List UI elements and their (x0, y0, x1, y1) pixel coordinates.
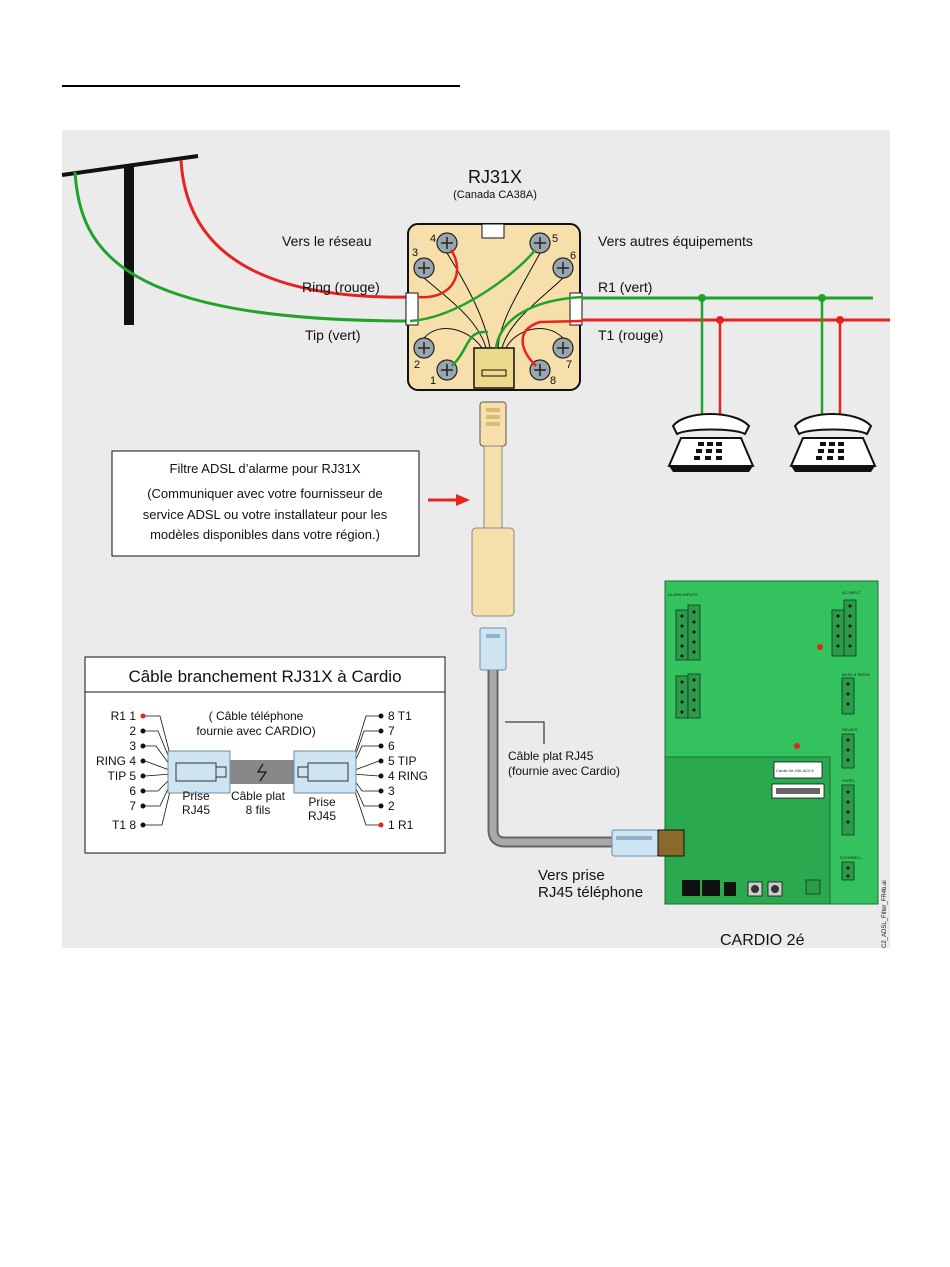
terminal-2: 2 (414, 359, 420, 371)
cable-pinout-box (84, 656, 446, 854)
rj31x-jack (405, 223, 583, 391)
ring-wire (179, 159, 411, 299)
ring-label: Ring (rouge) (302, 279, 380, 295)
t1-label: T1 (rouge) (598, 327, 663, 343)
right-pin-4: 4 RING (388, 769, 428, 783)
phone-drops (698, 294, 844, 420)
utility-pole-icon (61, 154, 199, 325)
filter-line-2: service ADSL ou votre installateur pour … (143, 507, 388, 522)
terminal-7: 7 (566, 359, 572, 371)
jack-left-label-1: Prise (182, 789, 210, 803)
flat-cable-label-2: 8 fils (246, 803, 271, 817)
pinout-title: Câble branchement RJ31X à Cardio (128, 667, 401, 686)
left-pin-3: 3 (129, 739, 136, 753)
rj31x-subtitle: (Canada CA38A) (453, 189, 537, 201)
tip-wire (73, 171, 411, 323)
terminal-6: 6 (570, 250, 576, 262)
cardio-title: CARDIO 2é (720, 932, 805, 949)
telephone-icon (789, 413, 877, 472)
right-pin-3: 3 (388, 784, 395, 798)
cable-label-1: Câble plat RJ45 (508, 749, 594, 763)
right-pin-8: 8 T1 (388, 709, 412, 723)
flat-cable-label-1: Câble plat (231, 789, 286, 803)
right-pin-5: 5 TIP (388, 754, 416, 768)
cardio-panel (657, 580, 879, 905)
figure-code: C2_ADSL_Filter_FR4b.ai (882, 880, 888, 948)
pcb-label-doorbell: DOORBELL (840, 855, 863, 860)
right-pin-1: 1 R1 (388, 818, 414, 832)
terminal-1: 1 (430, 375, 436, 387)
left-pin-8: T1 8 (112, 818, 136, 832)
left-pin-6: 6 (129, 784, 136, 798)
filter-description-box (111, 450, 420, 557)
to-network-label: Vers le réseau (282, 233, 372, 249)
pinout-cable-drawing (167, 750, 357, 794)
left-pin-4: RING 4 (96, 754, 136, 768)
left-pin-5: TIP 5 (108, 769, 137, 783)
to-jack-label-1: Vers prise (538, 867, 605, 884)
right-pin-2: 2 (388, 799, 395, 813)
pcb-label-ac-input: AC INPUT (842, 590, 861, 595)
rj31x-title: RJ31X (468, 167, 522, 187)
jack-right-label-1: Prise (308, 795, 336, 809)
pcb-label-model: Cardio 2é 240-AC2 E (776, 768, 814, 773)
to-equipment-label: Vers autres équipements (598, 233, 753, 249)
filter-line-1: (Communiquer avec votre fournisseur de (147, 486, 383, 501)
adsl-filter-icon (471, 401, 515, 617)
pcb-label-alarm-inputs: ALARM INPUTS (668, 592, 698, 597)
filter-title: Filtre ADSL d’alarme pour RJ31X (170, 461, 361, 476)
filter-arrow-icon (456, 494, 470, 506)
pinout-note-1: ( Câble téléphone (209, 709, 304, 723)
pcb-label-pwrg: PWRG (842, 778, 854, 783)
pinout-note-2: fournie avec CARDIO) (196, 724, 315, 738)
pin-dots (140, 713, 384, 828)
to-jack-label-2: RJ45 téléphone (538, 884, 643, 901)
jack-right-label-2: RJ45 (308, 809, 336, 823)
terminal-4: 4 (430, 233, 436, 245)
right-pin-6: 6 (388, 739, 395, 753)
terminal-5: 5 (552, 233, 558, 245)
r1-label: R1 (vert) (598, 279, 652, 295)
rj45-cable (479, 627, 659, 857)
jack-left-label-2: RJ45 (182, 803, 210, 817)
filter-line-3: modèles disponibles dans votre région.) (150, 527, 380, 542)
left-pin-1: R1 1 (111, 709, 137, 723)
tip-label: Tip (vert) (305, 327, 360, 343)
terminal-3: 3 (412, 247, 418, 259)
right-pin-7: 7 (388, 724, 395, 738)
telephone-icon (667, 413, 755, 472)
cable-label-2: (fournie avec Cardio) (508, 764, 620, 778)
cable-leader-line (505, 721, 545, 744)
left-pin-7: 7 (129, 799, 136, 813)
pcb-label-relays: RELAYS (842, 727, 858, 732)
terminal-8: 8 (550, 375, 556, 387)
left-pin-2: 2 (129, 724, 136, 738)
pcb-label-bksv-siren: BKSV & SIREN (842, 672, 870, 677)
